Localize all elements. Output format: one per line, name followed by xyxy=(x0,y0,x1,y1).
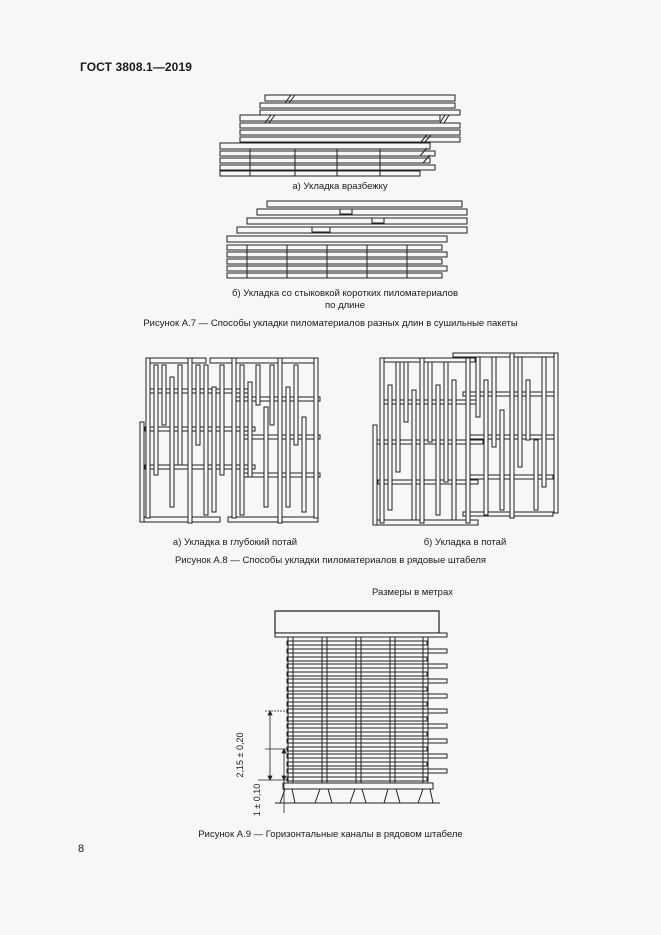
stack-diagram-recess xyxy=(368,350,560,530)
figure-a7-sublabel-b: б) Укладка со стыковкой коротких пиломат… xyxy=(231,288,459,299)
dimension-lower: 1 ± 0,10 xyxy=(252,783,262,817)
stack-diagram-butt-jointed xyxy=(222,199,472,284)
figure-a9-caption: Рисунок А.9 — Горизонтальные каналы в ря… xyxy=(198,829,463,840)
stack-diagram-deep-recess xyxy=(140,357,325,527)
figure-a7-sublabel-a: а) Укладка вразбежку xyxy=(292,181,388,192)
figure-a7-caption: Рисунок А.7 — Способы укладки пиломатери… xyxy=(143,318,518,329)
document-header: ГОСТ 3808.1—2019 xyxy=(80,60,193,74)
units-note: Размеры в метрах xyxy=(372,587,453,598)
stack-diagram-staggered xyxy=(215,93,465,178)
stack-diagram-horizontal-channels xyxy=(240,608,470,813)
figure-a8-sublabel-a: а) Укладка в глубокий потай xyxy=(172,537,298,548)
dimension-upper: 2,15 ± 0,20 xyxy=(235,732,245,778)
figure-a8-sublabel-b: б) Укладка в потай xyxy=(423,537,507,548)
page-number: 8 xyxy=(78,843,85,855)
figure-a8-caption: Рисунок А.8 — Способы укладки пиломатери… xyxy=(174,555,487,566)
figure-a7-sublabel-b-cont: по длине xyxy=(325,300,365,311)
